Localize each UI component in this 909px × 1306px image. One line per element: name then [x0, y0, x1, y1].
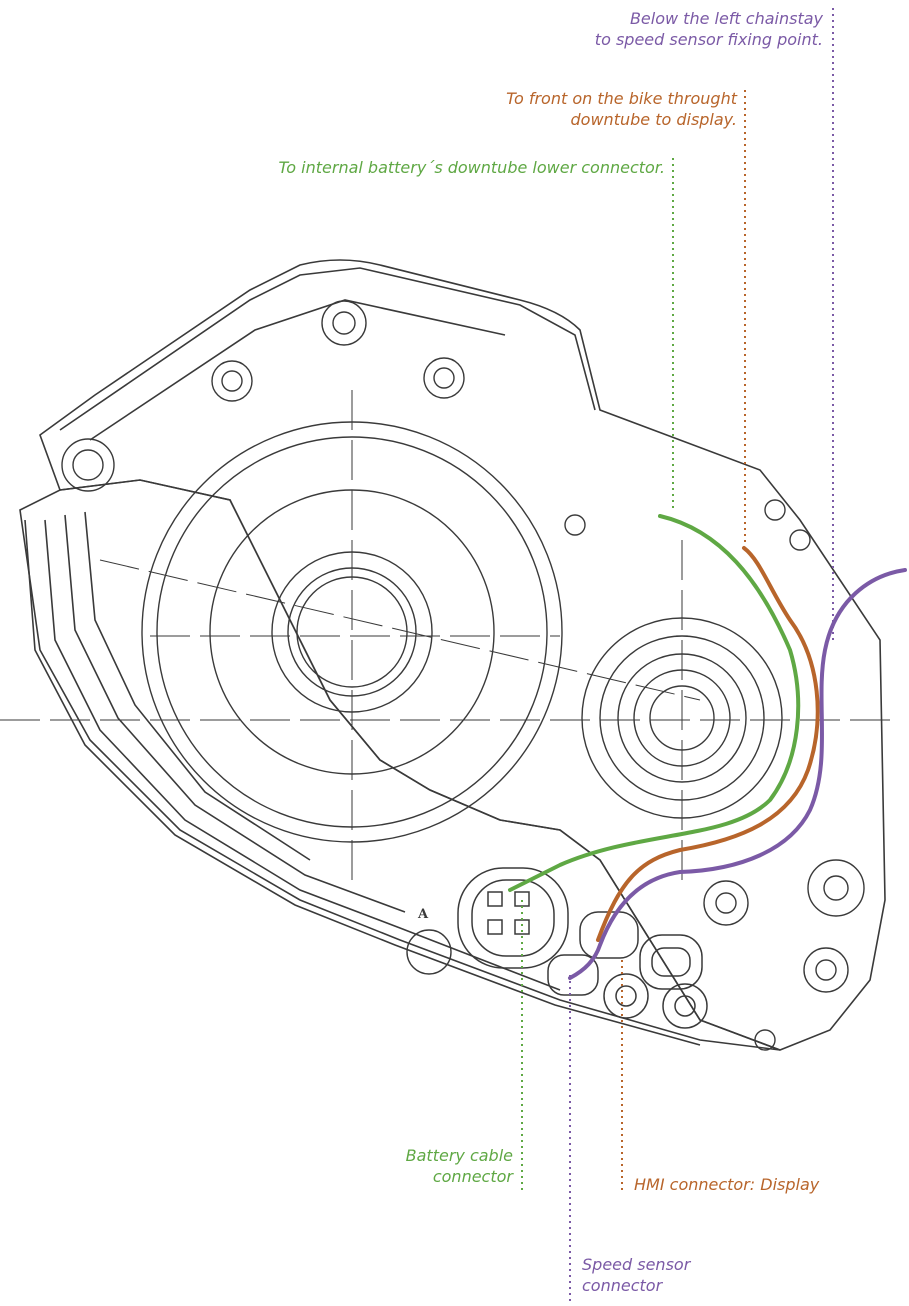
- label-display-route-line2: downtube to display.: [570, 110, 737, 129]
- label-speed-connector: Speed sensor connector: [582, 1254, 690, 1296]
- label-battery-connector: Battery cable connector: [406, 1145, 513, 1187]
- label-display-route-line1: To front on the bike throught: [506, 89, 737, 108]
- label-speed-connector-line2: connector: [582, 1276, 663, 1295]
- label-speed-sensor-route-line1: Below the left chainstay: [629, 9, 823, 28]
- speed-sensor-cable: [568, 568, 907, 980]
- label-speed-sensor-route: Below the left chainstay to speed sensor…: [595, 8, 823, 50]
- leader-lines: [521, 8, 834, 1305]
- label-display-route: To front on the bike throught downtube t…: [506, 88, 737, 130]
- label-battery-route: To internal battery´s downtube lower con…: [278, 157, 665, 178]
- hmi-connector-housing: [579, 911, 639, 959]
- battery-connector-housing: [457, 867, 569, 969]
- battery-cable: [508, 514, 801, 892]
- label-speed-connector-line1: Speed sensor: [582, 1255, 691, 1274]
- display-cable: [596, 546, 820, 942]
- label-hmi-connector: HMI connector: Display: [634, 1174, 819, 1195]
- label-battery-connector-line2: connector: [432, 1167, 513, 1186]
- label-hmi-connector-text: HMI connector: Display: [634, 1175, 820, 1194]
- speed-connector-housing: [547, 954, 599, 996]
- mount-bolts: [406, 859, 865, 1051]
- motor-mark-letter: A: [417, 907, 429, 922]
- cable-routes: [508, 514, 907, 980]
- label-battery-connector-line1: Battery cable: [405, 1146, 513, 1165]
- label-battery-route-text: To internal battery´s downtube lower con…: [278, 158, 665, 177]
- motor-housing: [19, 259, 886, 1051]
- top-bolts: [61, 300, 811, 551]
- connector-block: [457, 867, 708, 1029]
- label-speed-sensor-route-line2: to speed sensor fixing point.: [594, 30, 823, 49]
- center-lines: [0, 390, 895, 890]
